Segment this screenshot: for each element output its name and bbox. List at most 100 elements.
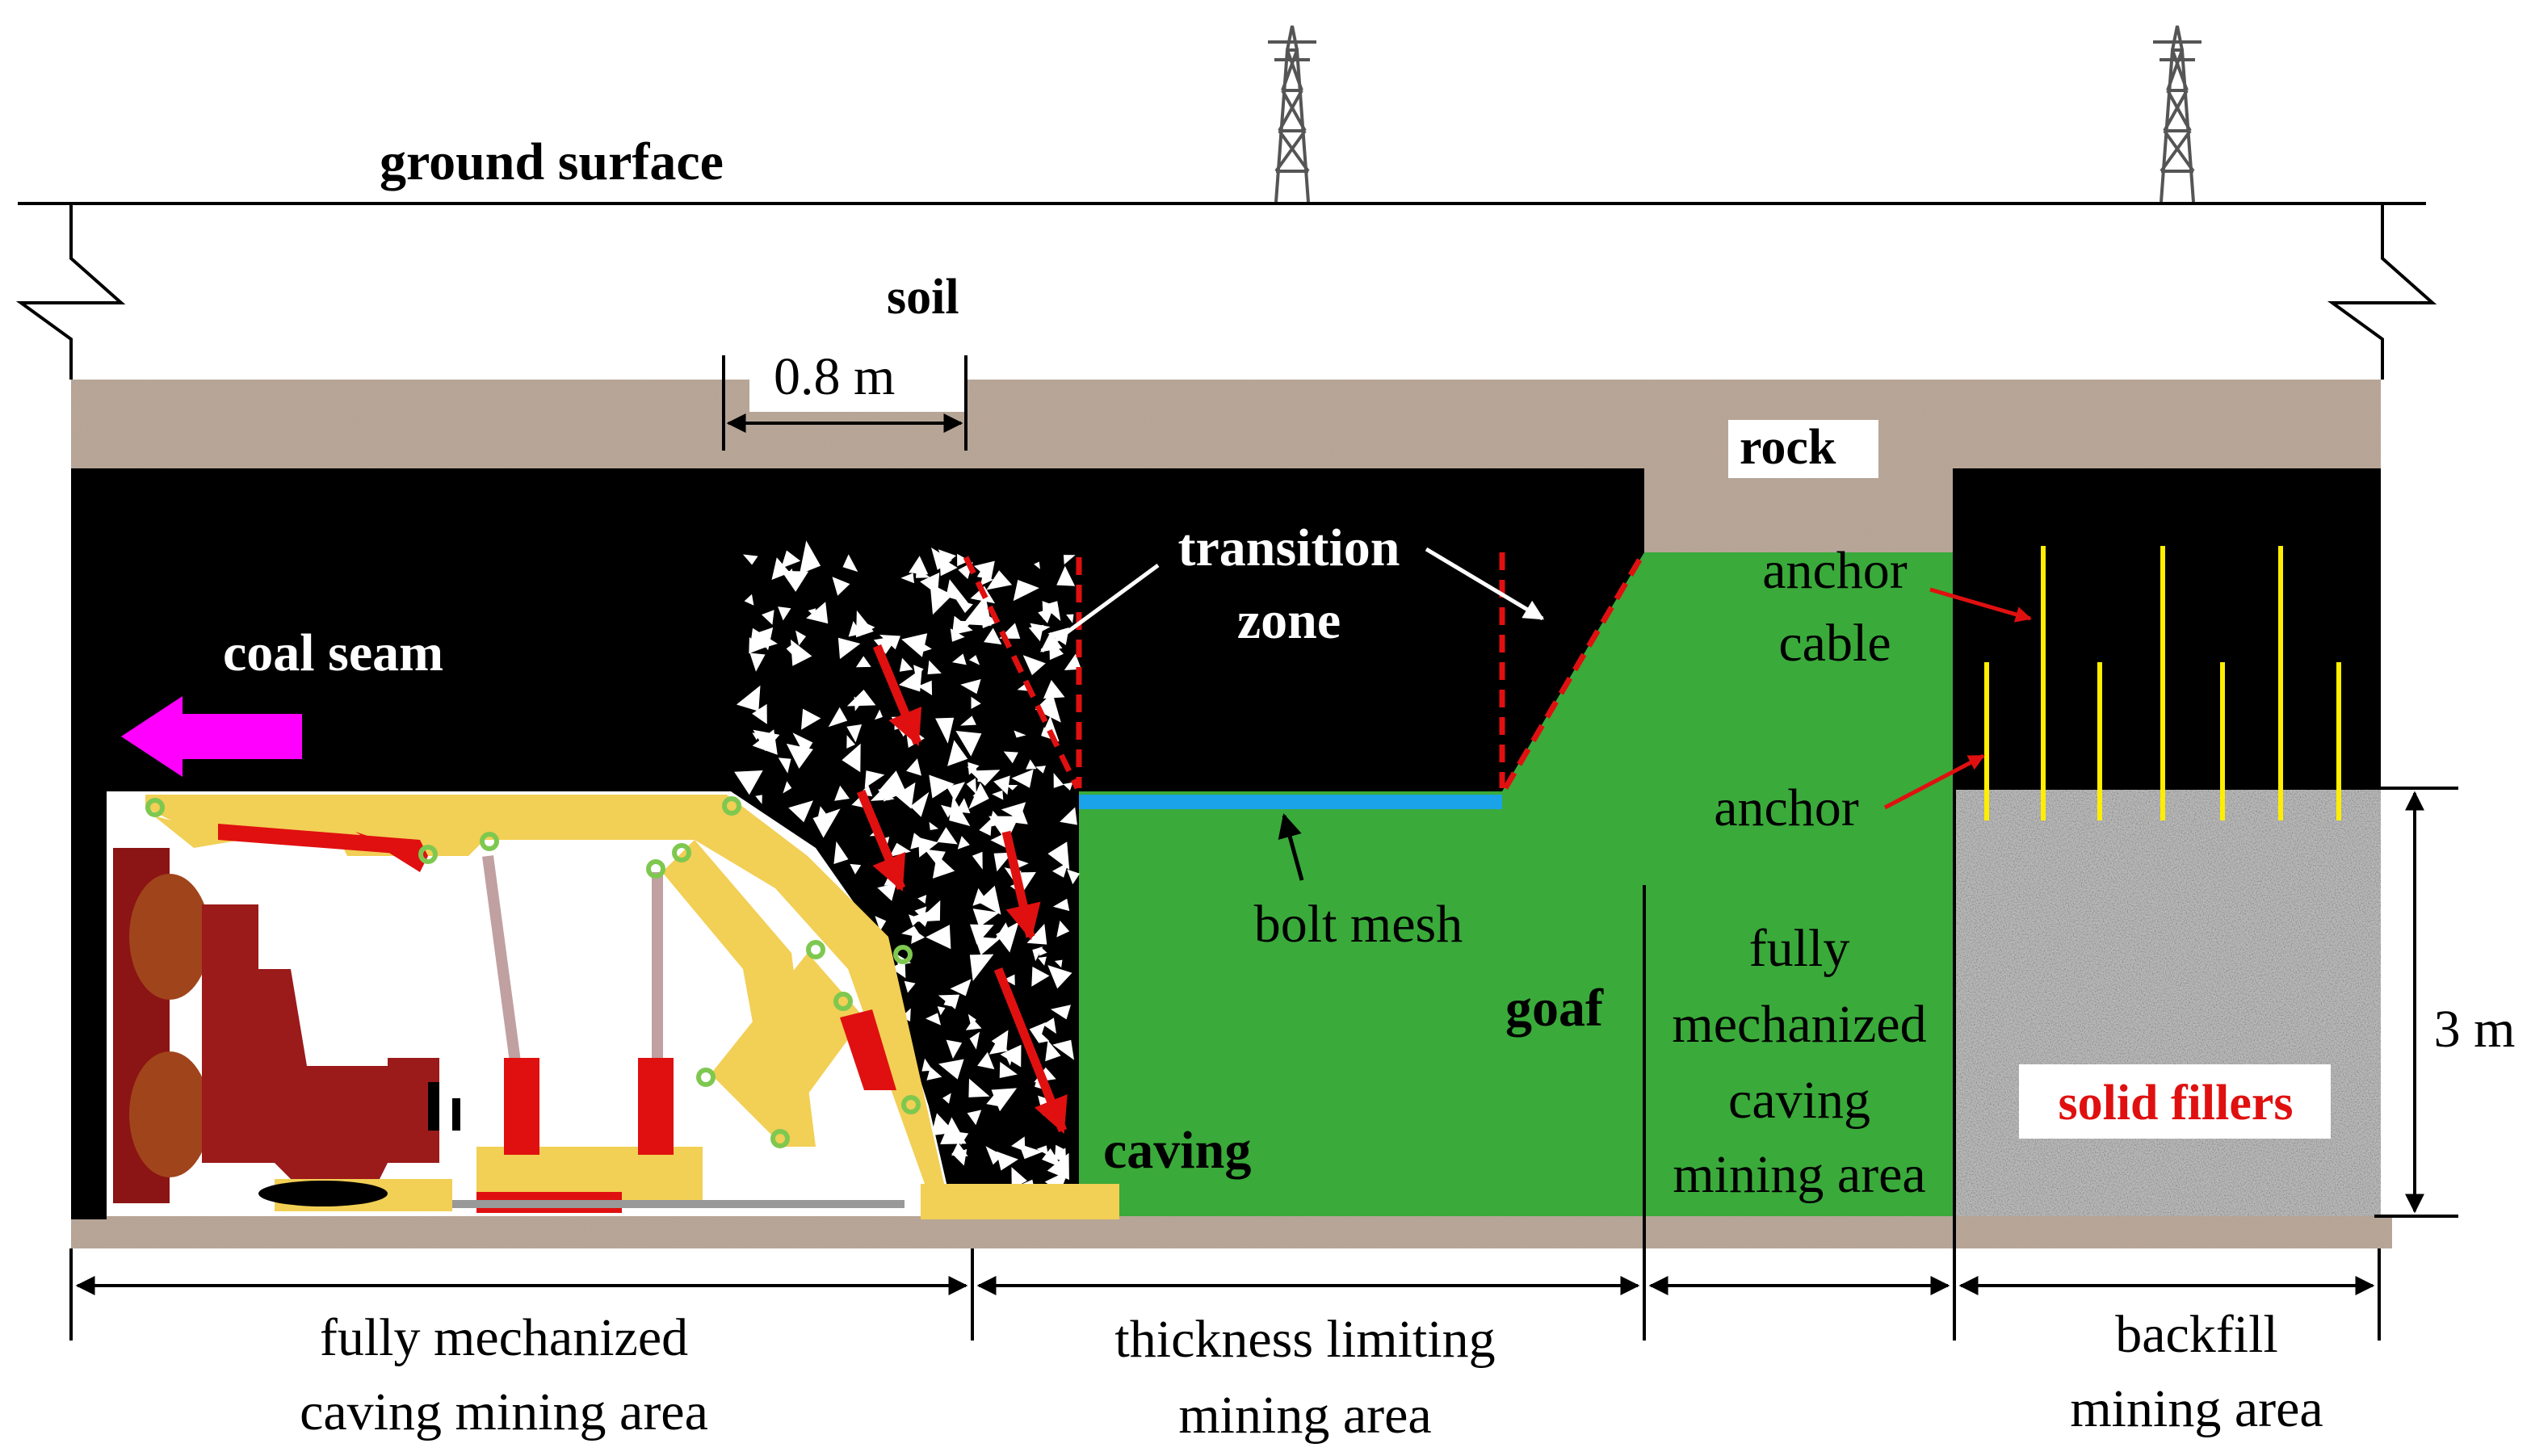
rock-fragment — [875, 709, 883, 720]
rock-fragment — [969, 954, 994, 981]
rock-fragment — [977, 1051, 995, 1070]
rock-fragment — [1005, 784, 1018, 791]
rock-fragment — [926, 1067, 942, 1080]
rock-fragment — [968, 1078, 990, 1097]
rock-fragment — [913, 910, 932, 927]
rock-fragment — [947, 740, 968, 766]
rock-fragment — [985, 1146, 1003, 1165]
rock-fragment — [755, 795, 762, 804]
goaf-area — [1079, 552, 1954, 1216]
anchor-cable-label-line1: anchor — [1762, 541, 1908, 600]
rock-fragment — [855, 656, 871, 668]
rock-fragment — [972, 908, 1000, 928]
rock-fragment — [967, 1013, 976, 1027]
rock-fragment — [926, 1013, 941, 1026]
rock-fragment — [960, 679, 981, 694]
anchors — [1984, 662, 2341, 820]
width-dimension — [722, 355, 967, 451]
rock-fragment — [974, 936, 1001, 955]
rock-fragment — [778, 606, 791, 621]
rock-fragment — [929, 774, 955, 799]
rock-fragment — [834, 785, 850, 801]
rock-fragment — [736, 685, 761, 711]
transmission-tower-icon — [2153, 25, 2202, 203]
anchor-cables — [2041, 546, 2283, 820]
right-area-label-line4: mining area — [1673, 1145, 1925, 1204]
rock-fragment — [1052, 1039, 1074, 1060]
shearer-machine — [113, 848, 905, 1211]
rock-fragment — [967, 1110, 982, 1126]
rock-fragment — [1022, 655, 1046, 676]
rock-fragment — [850, 863, 862, 875]
rock-fragment — [977, 774, 987, 783]
rock-fragment — [955, 731, 982, 757]
rock-fragment — [988, 1035, 1008, 1055]
rock-fragment — [1038, 956, 1047, 966]
rock-fragment — [909, 556, 929, 575]
rock-label: rock — [1740, 420, 1836, 475]
soil-label: soil — [887, 270, 959, 325]
rock-fragment — [1031, 967, 1050, 987]
rock-fragment — [910, 791, 930, 817]
rock-fragment — [846, 690, 876, 707]
rock-fragment — [1004, 974, 1015, 986]
anchor-cable-label-line2: cable — [1778, 614, 1891, 673]
rock-fragment — [742, 554, 758, 565]
rock-fragment — [899, 657, 913, 672]
rock-fragment — [791, 639, 812, 666]
rock-fragment — [778, 757, 791, 774]
rock-fragment — [1063, 555, 1076, 565]
rock-fragment — [1047, 965, 1072, 989]
rock-fragment — [899, 668, 922, 692]
rock-fragment — [837, 637, 861, 660]
rock-fragment — [1050, 1005, 1071, 1020]
rock-fragment — [1013, 580, 1039, 602]
rock-fragment — [930, 583, 953, 615]
anchor-pointers — [1883, 587, 2032, 810]
rock-fragment — [951, 615, 973, 636]
rock-fragment — [1043, 1018, 1056, 1034]
rock-fragment — [781, 550, 801, 569]
ground-surface — [15, 202, 2437, 380]
rock-fragment — [955, 798, 971, 814]
rock-fragment — [969, 1031, 980, 1050]
rock-fragment — [786, 643, 795, 657]
rock-fragment — [910, 833, 929, 850]
transition-zone-pointers — [1039, 547, 1545, 653]
rock-fragment — [924, 849, 946, 866]
rock-fragment — [970, 924, 994, 945]
rock-fragment — [938, 1059, 964, 1080]
rock-fragment — [927, 660, 942, 674]
rock-fragment — [864, 770, 885, 788]
rock-fragment — [1014, 730, 1026, 738]
solid-fillers-area — [1954, 790, 2381, 1216]
rock-fragment — [856, 610, 874, 638]
rock-fragment — [887, 795, 895, 801]
caving-label: caving — [1103, 1121, 1251, 1180]
rock-fragment — [744, 594, 754, 606]
rock-fragment — [753, 729, 780, 752]
anchor-label: anchor — [1714, 778, 1859, 837]
rock-fragment — [890, 961, 906, 979]
rock-fragment — [842, 554, 858, 573]
bolt-mesh-label: bolt mesh — [1254, 895, 1463, 954]
bolt-mesh-pointer — [1278, 813, 1304, 881]
rock-fragment — [832, 577, 850, 596]
width-dimension-label: 0.8 m — [774, 347, 895, 406]
rock-fragment — [1064, 653, 1081, 670]
rock-fragment — [906, 758, 921, 776]
rock-fragment — [1028, 624, 1044, 642]
rock-fragment — [950, 979, 972, 997]
rock-fragment — [1029, 1022, 1046, 1043]
rock-fragment — [996, 1151, 1018, 1171]
rock-fragment — [870, 791, 884, 801]
rock-fragment — [969, 655, 980, 665]
rock-fragment — [1032, 946, 1043, 962]
rock-fragment — [1066, 614, 1074, 623]
zone2-label-line2: mining area — [1178, 1386, 1431, 1445]
rock-fragment — [1043, 680, 1065, 699]
ground-surface-label: ground surface — [380, 132, 724, 191]
rock-fragment — [846, 724, 863, 743]
rock-fragment — [917, 895, 927, 904]
